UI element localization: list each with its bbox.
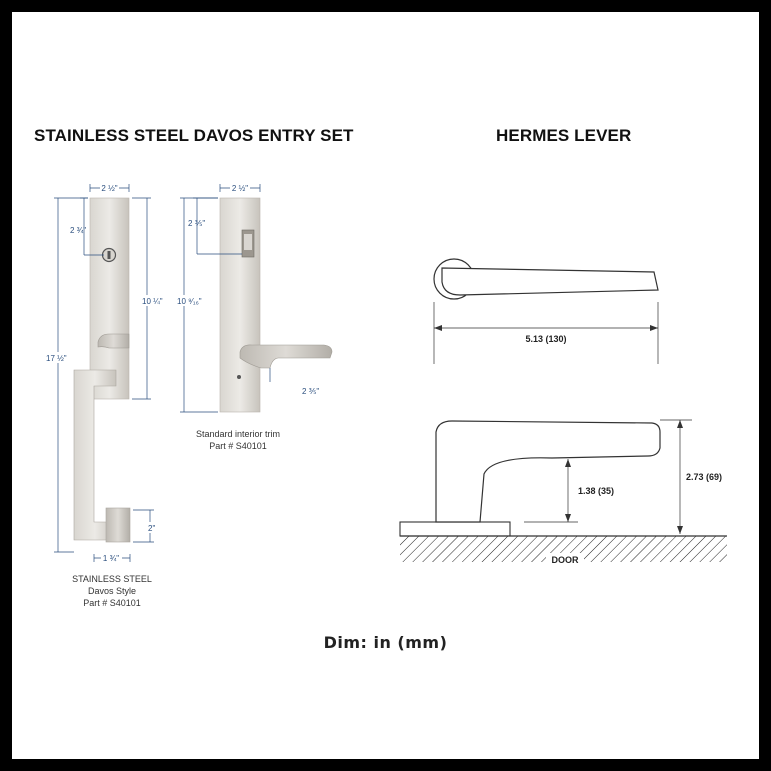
- technical-drawing: 2 ½" 2 ¾" 10 ¼" 17 ½" 2" 1 ¾" STAINLESS …: [44, 183, 727, 608]
- lever-side-view: DOOR: [399, 420, 727, 565]
- dim-bottom-width: 1 ¾": [103, 554, 119, 563]
- door-rose: [399, 521, 511, 537]
- interior-caption: Standard interior trim Part # S40101: [196, 429, 280, 451]
- exterior-escutcheon: [73, 197, 131, 543]
- lever-top-view: [433, 258, 659, 364]
- entry-set-title: STAINLESS STEEL DAVOS ENTRY SET: [34, 126, 354, 145]
- dim-interior-height: 10 ⁹⁄₁₆": [177, 297, 202, 306]
- bottom-rose: [105, 507, 131, 543]
- grip-handle: [73, 369, 117, 541]
- interior-trim: [219, 197, 333, 413]
- dim-lever-base-height: 1.38 (35): [578, 486, 614, 496]
- lever-side-dimension-lines: [524, 419, 692, 534]
- dim-lever-length: 5.13 (130): [525, 334, 566, 344]
- interior-caption-line-1: Standard interior trim: [196, 429, 280, 439]
- exterior-dimension-labels: 2 ½" 2 ¾" 10 ¼" 17 ½" 2" 1 ¾": [44, 183, 163, 563]
- spec-sheet: STAINLESS STEEL DAVOS ENTRY SET HERMES L…: [12, 12, 759, 759]
- exterior-caption: STAINLESS STEEL Davos Style Part # S4010…: [72, 574, 152, 608]
- door-label: DOOR: [552, 555, 580, 565]
- interior-caption-line-2: Part # S40101: [209, 441, 267, 451]
- dim-thumbturn-offset: 2 ⅗": [188, 219, 205, 228]
- interior-lever: [239, 344, 333, 369]
- dimension-units-note: Dim: in (mm): [323, 633, 448, 652]
- dim-upper-height: 10 ¼": [142, 297, 163, 306]
- interior-dimension-labels: 2 ½" 2 ⅗" 10 ⁹⁄₁₆" 2 ⅗": [174, 183, 319, 396]
- exterior-caption-line-1: STAINLESS STEEL: [72, 574, 152, 584]
- exterior-caption-line-3: Part # S40101: [83, 598, 141, 608]
- dim-overall-height: 17 ½": [46, 354, 67, 363]
- exterior-caption-line-2: Davos Style: [88, 586, 136, 596]
- lever-profile: [435, 420, 661, 523]
- dim-bottom-rose-height: 2": [148, 524, 155, 533]
- dim-cylinder-offset: 2 ¾": [70, 226, 86, 235]
- dim-width-top: 2 ½": [101, 184, 117, 193]
- exterior-lever: [97, 333, 130, 349]
- dim-interior-width: 2 ½": [232, 184, 248, 193]
- hermes-lever-title: HERMES LEVER: [496, 126, 632, 145]
- dim-lever-offset: 2 ⅗": [302, 387, 319, 396]
- dim-lever-total-height: 2.73 (69): [686, 472, 722, 482]
